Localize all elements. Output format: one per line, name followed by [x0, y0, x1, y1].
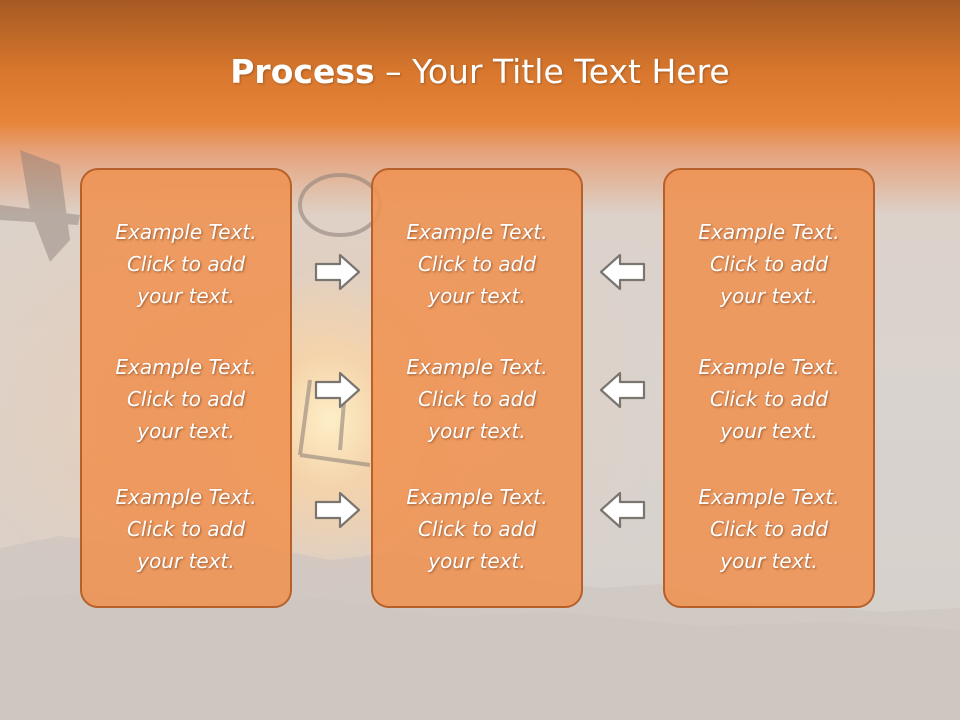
box-text[interactable]: Example Text. Click to add your text. [406, 355, 548, 443]
box-text[interactable]: Example Text. Click to add your text. [698, 220, 840, 308]
arrow-left-icon [599, 253, 646, 291]
arrow-left-icon [599, 371, 646, 409]
title-text: – Your Title Text Here [374, 52, 730, 91]
box-text[interactable]: Example Text. Click to add your text. [698, 355, 840, 443]
process-box-center[interactable]: Example Text. Click to add your text. Ex… [371, 168, 583, 608]
process-box-left[interactable]: Example Text. Click to add your text. Ex… [80, 168, 292, 608]
box-text[interactable]: Example Text. Click to add your text. [698, 485, 840, 573]
slide-title[interactable]: Process – Your Title Text Here [0, 52, 960, 91]
arrow-left-icon [599, 491, 646, 529]
box-text[interactable]: Example Text. Click to add your text. [115, 220, 257, 308]
box-text[interactable]: Example Text. Click to add your text. [115, 485, 257, 573]
arrow-right-icon [314, 371, 361, 409]
process-box-right[interactable]: Example Text. Click to add your text. Ex… [663, 168, 875, 608]
title-bold-text: Process [230, 52, 375, 91]
box-text[interactable]: Example Text. Click to add your text. [406, 485, 548, 573]
box-text[interactable]: Example Text. Click to add your text. [406, 220, 548, 308]
box-text[interactable]: Example Text. Click to add your text. [115, 355, 257, 443]
arrow-right-icon [314, 253, 361, 291]
arrow-right-icon [314, 491, 361, 529]
